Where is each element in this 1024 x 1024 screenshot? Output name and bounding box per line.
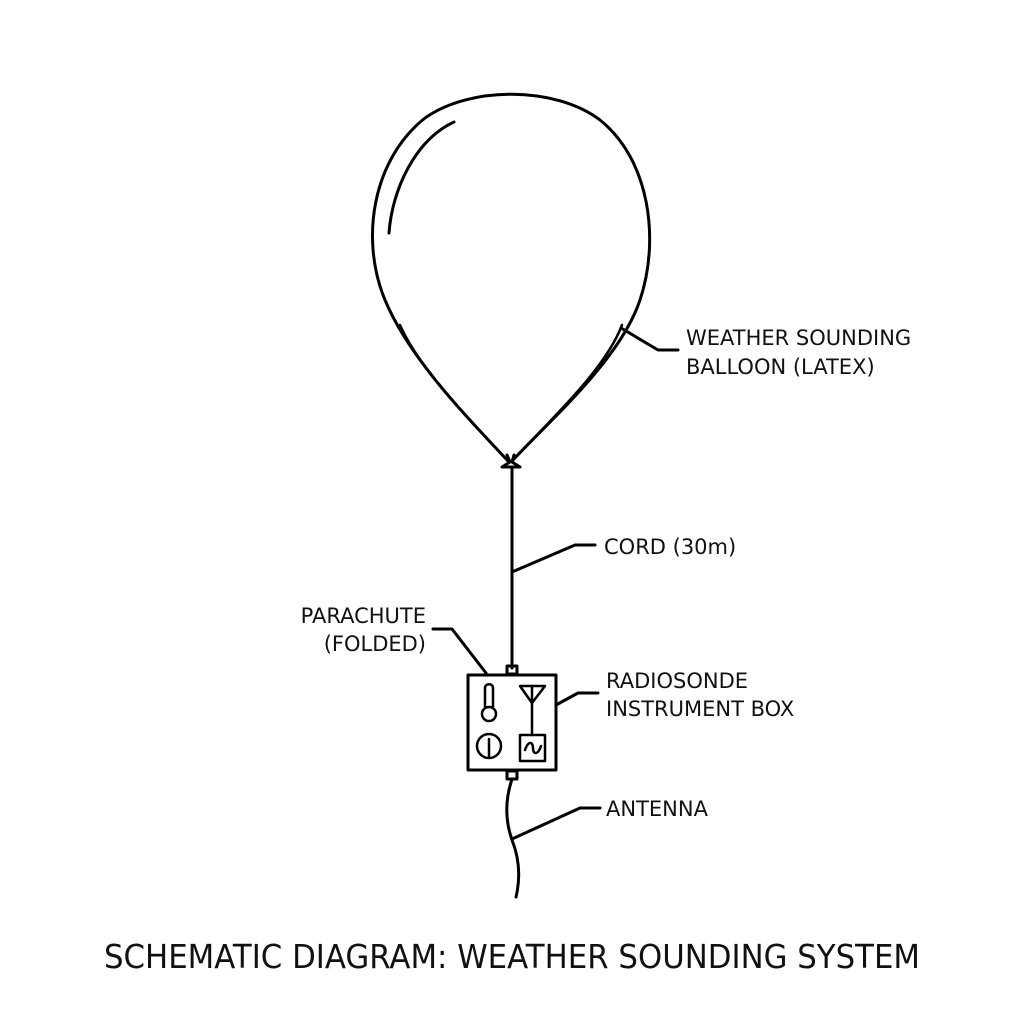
- cord-label: CORD (30m): [604, 535, 736, 559]
- radiosonde-label-line1: RADIOSONDE: [606, 669, 748, 693]
- signal-wave-icon: [518, 733, 547, 763]
- antenna-label: ANTENNA: [606, 797, 709, 821]
- top-connector: [505, 664, 519, 676]
- balloon-inner-left-seam: [398, 323, 507, 460]
- antenna-icon: [518, 684, 547, 737]
- parachute-leader: [431, 627, 488, 675]
- balloon-highlight: [387, 120, 456, 235]
- radiosonde-box: [466, 664, 558, 781]
- balloon-label-line2: BALLOON (LATEX): [686, 355, 875, 379]
- balloon: [370, 92, 652, 469]
- balloon-leader: [619, 326, 680, 352]
- balloon-inner-right-seam: [513, 323, 624, 460]
- antenna-leader: [510, 806, 602, 841]
- diagram-title: SCHEMATIC DIAGRAM: WEATHER SOUNDING SYST…: [104, 937, 920, 976]
- radiosonde-leader: [554, 691, 600, 707]
- cord-leader: [510, 543, 597, 574]
- parachute-label-line2: (FOLDED): [324, 632, 426, 656]
- gauge-icon: [475, 732, 503, 760]
- radiosonde-label-line2: INSTRUMENT BOX: [606, 697, 794, 721]
- balloon-label-line1: WEATHER SOUNDING: [686, 326, 911, 350]
- parachute-label-line1: PARACHUTE: [301, 604, 426, 628]
- balloon-outline: [370, 92, 652, 463]
- thermometer-icon: [480, 683, 498, 723]
